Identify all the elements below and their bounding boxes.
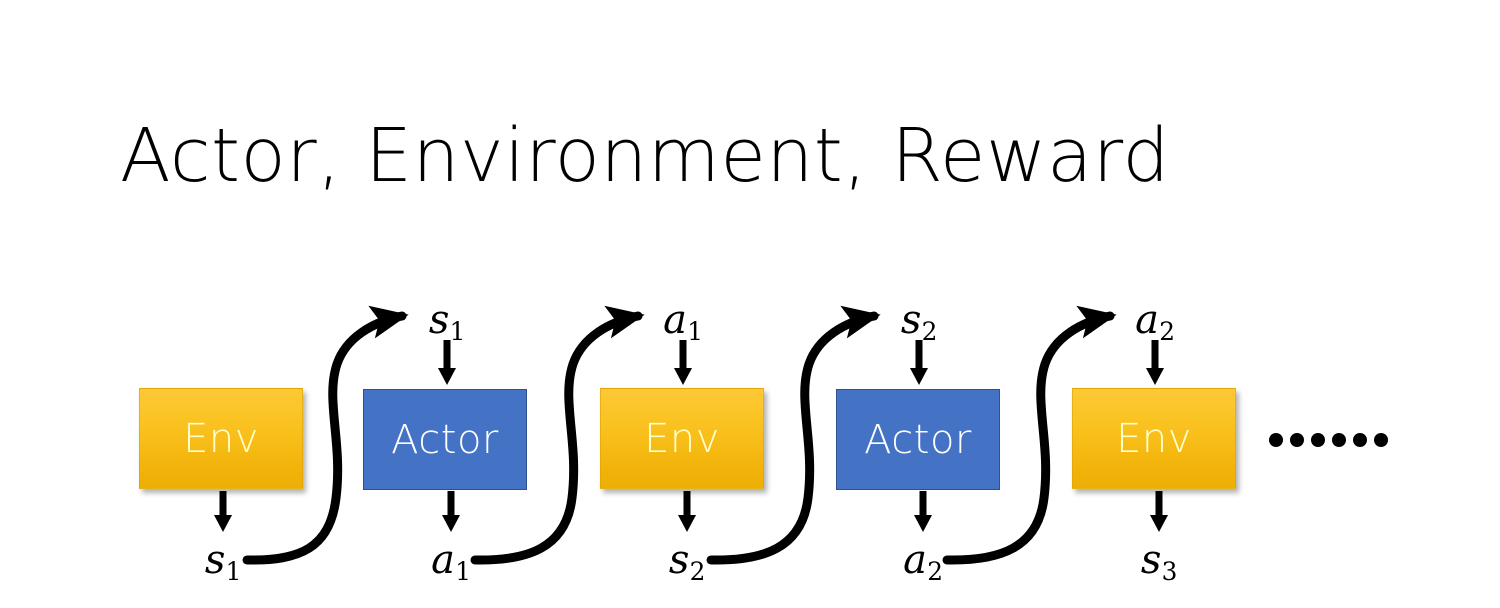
down-arrow-icon-env3-out [1150, 491, 1168, 532]
node-label: Env [1116, 415, 1192, 462]
action-label-top-a1: a1 [663, 297, 704, 347]
state-label-bottom-s1: s1 [204, 537, 242, 587]
action-label-bottom-a2: a2 [903, 537, 944, 587]
down-arrow-icon-env1-out [214, 491, 232, 532]
sequence-ellipsis-icon [1269, 433, 1388, 447]
node-actor-1[interactable]: Actor [363, 389, 527, 490]
node-label: Env [183, 415, 259, 462]
node-label: Actor [864, 416, 972, 463]
node-actor-2[interactable]: Actor [836, 389, 1000, 490]
state-label-bottom-s3: s3 [1140, 537, 1178, 587]
page-title: Actor, Environment, Reward [120, 113, 1170, 199]
state-label-bottom-s2: s2 [668, 537, 706, 587]
ellipsis-dot [1374, 433, 1388, 447]
down-arrow-icon-actor2-out [914, 491, 932, 532]
node-env-1[interactable]: Env [139, 388, 303, 489]
down-arrow-icon-into-env2 [674, 340, 692, 385]
node-label: Env [644, 415, 720, 462]
down-arrow-icon-into-actor1 [438, 340, 456, 385]
ellipsis-dot [1311, 433, 1325, 447]
down-arrow-icon-actor1-out [442, 491, 460, 532]
state-label-top-s2: s2 [900, 297, 938, 347]
down-arrow-icon-into-env3 [1146, 340, 1164, 385]
down-arrow-icon-into-actor2 [910, 340, 928, 385]
node-env-3[interactable]: Env [1072, 388, 1236, 489]
state-label-top-s1: s1 [428, 297, 466, 347]
node-env-2[interactable]: Env [600, 388, 764, 489]
action-label-bottom-a1: a1 [431, 537, 472, 587]
node-label: Actor [391, 416, 499, 463]
ellipsis-dot [1332, 433, 1346, 447]
ellipsis-dot [1353, 433, 1367, 447]
down-arrow-icon-env2-out [678, 491, 696, 532]
ellipsis-dot [1269, 433, 1283, 447]
action-label-top-a2: a2 [1135, 297, 1176, 347]
ellipsis-dot [1290, 433, 1304, 447]
